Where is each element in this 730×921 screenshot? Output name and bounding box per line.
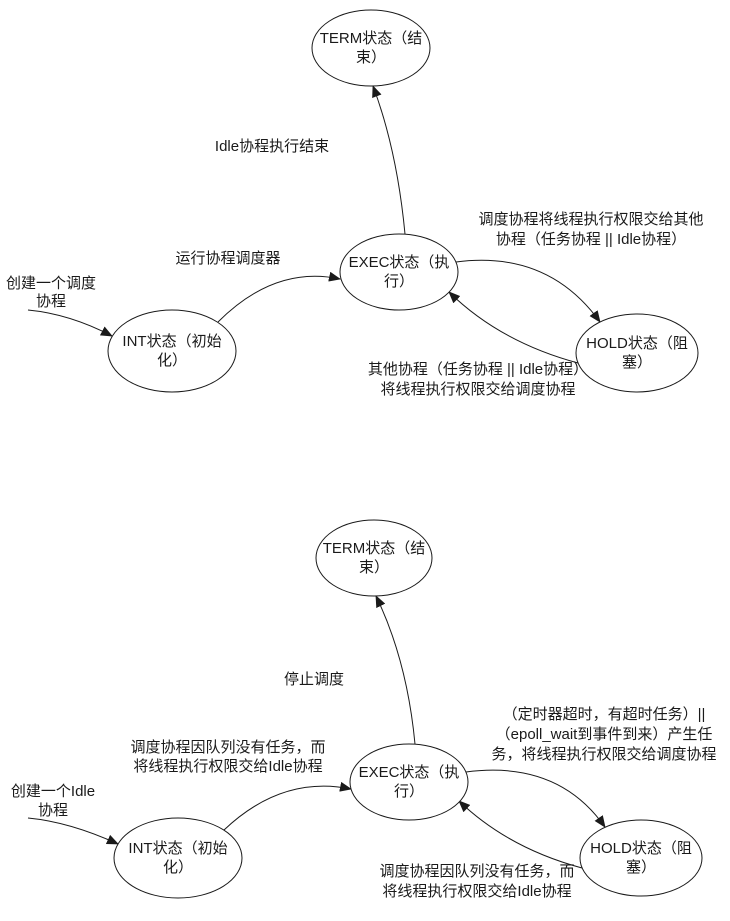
edge-label-exec-to-hold-line3: 务，将线程执行权限交给调度协程: [491, 745, 716, 763]
state-init-label-line1: INT状态（初始: [128, 840, 227, 857]
edge-label-init-to-exec-line1: 调度协程因队列没有任务，而: [130, 739, 325, 756]
edge-label-create-line2: 协程: [38, 802, 68, 819]
edge-create-to-init-arrow: [27, 817, 119, 845]
state-node-init: [107, 309, 237, 393]
state-hold-label-line1: HOLD状态（阻: [586, 335, 688, 352]
state-hold-label-line2: 塞）: [622, 353, 652, 371]
edge-label-stop: 停止调度: [284, 671, 344, 688]
state-init-label-line2: 化）: [163, 859, 193, 876]
state-exec-label-line2: 行）: [394, 783, 424, 800]
state-node-exec: [349, 743, 469, 821]
diagram-idle-coroutine: TERM状态（结 束） EXEC状态（执 行） INT状态（初始 化） HOLD…: [11, 519, 717, 900]
edge-label-hold-to-exec-line1: 其他协程（任务协程 || Idle协程）: [368, 361, 588, 378]
state-init-label-line2: 化）: [157, 352, 187, 369]
state-term-label-line1: TERM状态（结: [323, 540, 426, 557]
edge-exec-to-term-arrow: [375, 595, 416, 745]
state-term-label-line2: 束）: [359, 559, 389, 576]
state-init-label-line1: INT状态（初始: [122, 333, 221, 350]
state-exec-label-line2: 行）: [384, 273, 414, 290]
edge-label-exec-to-hold-line2: 协程（任务协程 || Idle协程）: [496, 231, 686, 248]
state-term-label-line1: TERM状态（结: [320, 30, 423, 47]
edge-label-idle-finish: Idle协程执行结束: [215, 138, 329, 155]
edge-exec-to-hold-arrow: [455, 259, 601, 323]
edge-label-hold-to-exec-line2: 将线程执行权限交给Idle协程: [382, 882, 571, 900]
edge-label-create-line1: 创建一个调度: [6, 275, 96, 292]
state-node-hold: [575, 313, 699, 393]
edge-label-hold-to-exec-line2: 将线程执行权限交给调度协程: [380, 380, 575, 398]
edge-init-to-exec-arrow: [223, 781, 352, 831]
edge-create-to-init-arrow: [27, 309, 113, 337]
edge-hold-to-exec-arrow: [448, 291, 579, 364]
edge-label-run-scheduler: 运行协程调度器: [175, 250, 280, 267]
state-node-hold: [579, 819, 703, 897]
edge-label-exec-to-hold-line1: （定时器超时，有超时任务）||: [503, 706, 706, 723]
state-term-label-line2: 束）: [356, 49, 386, 66]
state-node-term: [315, 519, 433, 597]
state-hold-label-line1: HOLD状态（阻: [590, 840, 692, 857]
state-hold-label-line2: 塞）: [626, 858, 656, 876]
edge-label-create-line1: 创建一个Idle: [11, 783, 95, 800]
state-node-init: [113, 817, 243, 899]
edge-exec-to-hold-arrow: [465, 769, 606, 828]
diagram-scheduler-coroutine: TERM状态（结 束） EXEC状态（执 行） INT状态（初始 化） HOLD…: [6, 9, 704, 398]
edge-label-exec-to-hold-line2: （epoll_wait到事件到来）产生任: [496, 726, 713, 743]
state-node-exec: [339, 233, 459, 311]
edge-label-create-line2: 协程: [36, 293, 66, 310]
state-exec-label-line1: EXEC状态（执: [359, 764, 460, 781]
state-node-term: [311, 9, 431, 87]
edge-init-to-exec-arrow: [217, 271, 341, 323]
edge-label-exec-to-hold-line1: 调度协程将线程执行权限交给其他: [478, 210, 703, 228]
edge-label-init-to-exec-line2: 将线程执行权限交给Idle协程: [133, 757, 322, 775]
edge-label-hold-to-exec-line1: 调度协程因队列没有任务，而: [379, 863, 574, 880]
edge-exec-to-term-arrow: [372, 85, 406, 235]
state-exec-label-line1: EXEC状态（执: [349, 254, 450, 271]
edge-hold-to-exec-arrow: [458, 800, 583, 869]
